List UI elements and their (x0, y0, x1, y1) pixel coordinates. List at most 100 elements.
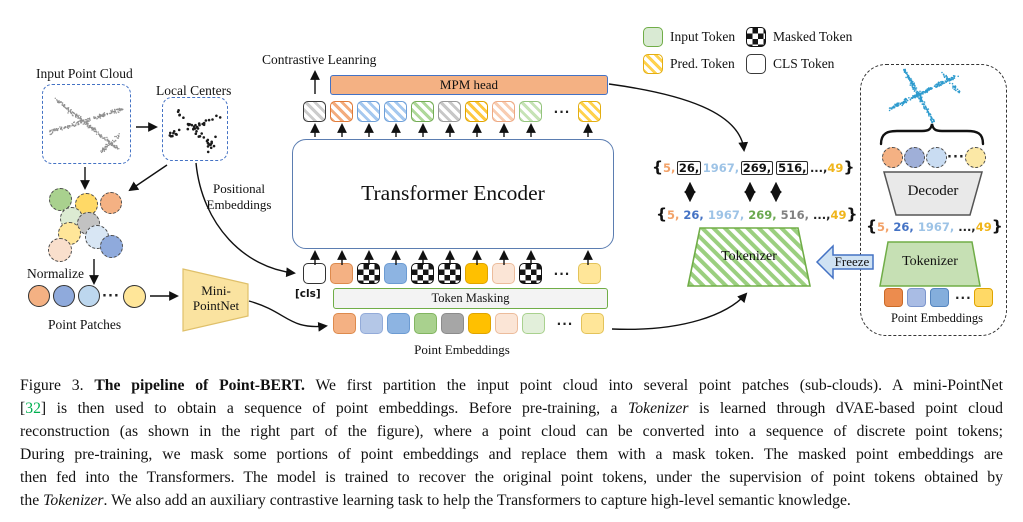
curve-embeddings-to-tokenizer (611, 292, 748, 331)
caption-line: During pre-training, we mask some portio… (20, 446, 1003, 464)
input-token-swatch (643, 27, 663, 47)
point-patch-circle (53, 285, 75, 307)
tokenizer-label: Tokenizer (721, 249, 777, 264)
point-patch-circle (100, 235, 123, 258)
sequence-token: } (843, 158, 855, 176)
point-patch-circle (904, 147, 925, 168)
input-token-row: ··· (303, 263, 601, 284)
input-point-cloud-label: Input Point Cloud (36, 66, 133, 81)
transformer-encoder-box: Transformer Encoder (292, 139, 614, 249)
point-patch-circle (28, 285, 50, 307)
arrows-encoder-to-output (310, 123, 593, 137)
predicted-token-sequence: {5,26,1967,269,516,...,49} (652, 158, 854, 176)
airplane-point-cloud (46, 89, 127, 164)
arrows-token-supervision (684, 181, 782, 203)
caption-line: reconstruction (as shown in the right pa… (20, 423, 1003, 441)
sequence-token: { (866, 217, 878, 235)
point-patch-circle (965, 147, 986, 168)
sequence-token: 26, (676, 161, 702, 175)
token (581, 313, 604, 334)
legend-cls-token: CLS Token (746, 54, 834, 74)
sequence-token: ..., (958, 220, 976, 234)
decoder-label: Decoder (907, 183, 959, 199)
pipeline-diagram: Input Point Cloud Local Centers Normaliz… (27, 27, 1007, 357)
caption-line: then fed into the Transformers. The mode… (20, 469, 1003, 487)
mini-pointnet-label: Mini-PointNet (192, 283, 240, 313)
point-patch-circle (926, 147, 947, 168)
point-patch-circle (48, 238, 72, 262)
dvae-tokenizer-label: Tokenizer (902, 254, 958, 269)
token (438, 263, 461, 284)
freeze-label: Freeze (834, 254, 870, 269)
sequence-token: ..., (812, 208, 831, 222)
sequence-token: 26, (893, 220, 918, 234)
point-patch-circle (123, 285, 146, 308)
token (333, 313, 356, 334)
token (330, 101, 353, 122)
sequence-token: ..., (809, 161, 828, 175)
output-token-row: ··· (303, 101, 601, 122)
token (360, 313, 383, 334)
token (357, 101, 380, 122)
sequence-token: 49 (827, 161, 844, 175)
legend-row-1: Input Token Masked Token (643, 27, 852, 47)
token (578, 101, 601, 122)
token (492, 263, 515, 284)
sequence-token: { (656, 205, 668, 223)
point-patches-label: Point Patches (48, 317, 122, 332)
dvae-panel (860, 64, 1007, 336)
ellipsis: ··· (553, 266, 571, 281)
sequence-token: 26, (683, 208, 708, 222)
token (411, 101, 434, 122)
token (578, 263, 601, 284)
figure-caption: Figure 3. The pipeline of Point-BERT. We… (20, 374, 1003, 513)
curve-pointnet-to-embeddings (248, 300, 328, 332)
token (384, 101, 407, 122)
token (441, 313, 464, 334)
token (492, 101, 515, 122)
legend-pred-token: Pred. Token (643, 54, 746, 74)
token-masking-box: Token Masking (333, 288, 608, 309)
cls-token-swatch (746, 54, 766, 74)
legend-masked-token: Masked Token (746, 27, 852, 47)
token (884, 288, 903, 307)
sequence-token: } (991, 217, 1003, 235)
token (974, 288, 993, 307)
sequence-token: 516, (776, 161, 809, 175)
ellipsis: ··· (556, 316, 574, 331)
sequence-token: 1967, (707, 208, 749, 222)
token (907, 288, 926, 307)
token (384, 263, 407, 284)
token (414, 313, 437, 334)
dvae-tokenizer-shape (879, 241, 981, 287)
sequence-token: { (652, 158, 664, 176)
point-patch-circle (100, 192, 122, 214)
token (411, 263, 434, 284)
caption-line: [32] is then used to obtain a sequence o… (20, 400, 1004, 418)
masked-token-swatch (746, 27, 766, 47)
point-embeddings-label: Point Embeddings (414, 342, 510, 357)
local-centers-label: Local Centers (156, 83, 232, 98)
legend-label: Pred. Token (670, 56, 735, 71)
token (330, 263, 353, 284)
sequence-token: 5, (663, 161, 676, 175)
pred-token-swatch (643, 54, 663, 74)
token (465, 101, 488, 122)
local-centers-points (167, 102, 223, 161)
token (465, 263, 488, 284)
ellipsis: ··· (947, 150, 965, 165)
sequence-token: 1967, (702, 161, 740, 175)
caption-line: the Tokenizer. We also add an auxiliary … (20, 492, 851, 510)
contrastive-learning-label: Contrastive Leanring (262, 52, 377, 67)
point-patch-circle (49, 188, 72, 211)
sequence-token: 5, (877, 220, 894, 234)
legend-label: Input Token (670, 29, 736, 44)
token (495, 313, 518, 334)
normalize-label: Normalize (27, 266, 84, 281)
reconstructed-airplane-cloud (884, 66, 962, 131)
mpm-head-box: MPM head (330, 75, 608, 95)
legend-input-token: Input Token (643, 27, 746, 47)
dvae-point-embeddings-label: Point Embeddings (890, 311, 984, 325)
sequence-token: 269, (748, 208, 781, 222)
